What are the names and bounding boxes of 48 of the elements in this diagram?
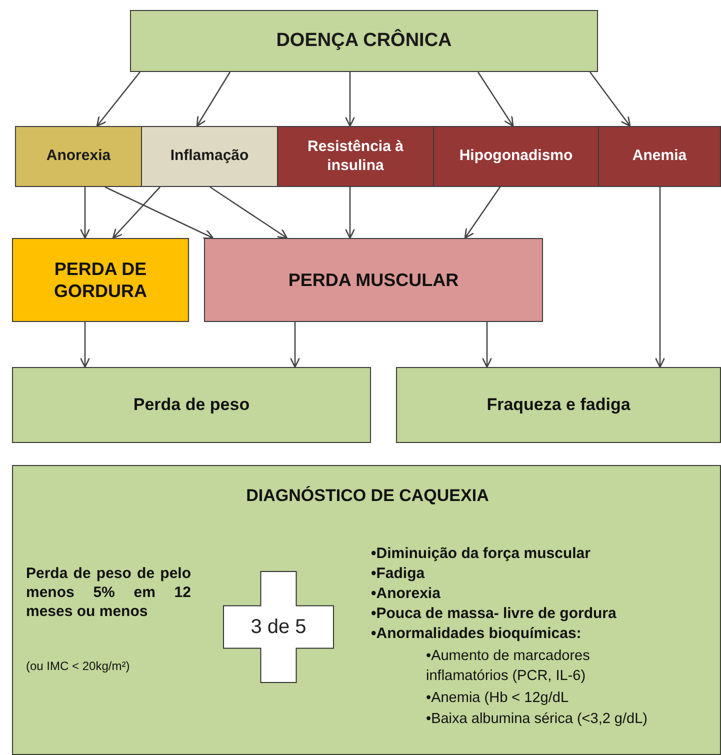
- criteria-item: •Diminuição da força muscular: [371, 544, 592, 564]
- arrow: [104, 186, 214, 239]
- node-label: Anorexia: [46, 147, 111, 166]
- arrow: [196, 72, 231, 127]
- node-label: Hipogonadismo: [459, 147, 573, 166]
- cause-box: [598, 126, 721, 187]
- criteria-item: •Pouca de massa- livre de gordura: [371, 604, 618, 624]
- criteria-item: •Aumento de marcadores inflamatórios (PCR, IL-6): [426, 647, 591, 686]
- criteria-item: •Fadiga: [371, 564, 426, 584]
- arrow: [344, 187, 356, 239]
- arrow: [482, 322, 492, 368]
- result-box: [396, 367, 721, 443]
- count-label: 3 de 5: [250, 616, 306, 638]
- arrow: [654, 187, 666, 368]
- node-label: Resistência à insulina: [306, 138, 404, 176]
- criteria-item: •Anormalidades bioquímicas:: [371, 624, 582, 644]
- outcome-box: [12, 238, 189, 322]
- cause-box: [433, 126, 599, 187]
- cause-box: [15, 126, 142, 187]
- criteria-item: •Anorexia: [371, 584, 442, 604]
- panel-heading: DIAGNÓSTICO DE CAQUEXIA: [245, 486, 490, 506]
- outcome-box: [204, 238, 543, 322]
- arrow: [80, 187, 90, 239]
- arrow: [589, 72, 631, 127]
- arrow: [112, 186, 160, 239]
- result-box: [12, 367, 371, 443]
- criteria-item: •Baixa albumina sérica (<3,2 g/dL): [426, 710, 648, 729]
- node-label: DOENÇA CRÔNICA: [276, 29, 452, 53]
- diagnosis-panel: [12, 465, 721, 755]
- arrow: [477, 72, 514, 127]
- node-label: Fraqueza e fadiga: [486, 394, 630, 416]
- criteria-text: Perda de peso de pelo menos 5% em 12 meses ou menos: [26, 564, 191, 621]
- process-box: [130, 10, 598, 72]
- cause-box: [141, 126, 278, 187]
- arrow: [80, 322, 90, 368]
- node-label: PERDA MUSCULAR: [288, 268, 459, 292]
- node-label: Inflamação: [170, 147, 249, 166]
- arrow: [344, 72, 356, 127]
- arrow: [464, 186, 501, 239]
- node-label: Perda de peso: [133, 394, 250, 416]
- node-label: Anemia: [632, 147, 687, 166]
- cause-box: [277, 126, 434, 187]
- arrow: [96, 72, 140, 127]
- criteria-item: •Anemia (Hb < 12g/dL: [426, 689, 570, 708]
- arrow: [210, 186, 288, 239]
- arrow: [290, 322, 300, 368]
- criteria-text: (ou IMC < 20kg/m²): [26, 658, 131, 675]
- node-label: PERDA DE GORDURA: [53, 258, 148, 302]
